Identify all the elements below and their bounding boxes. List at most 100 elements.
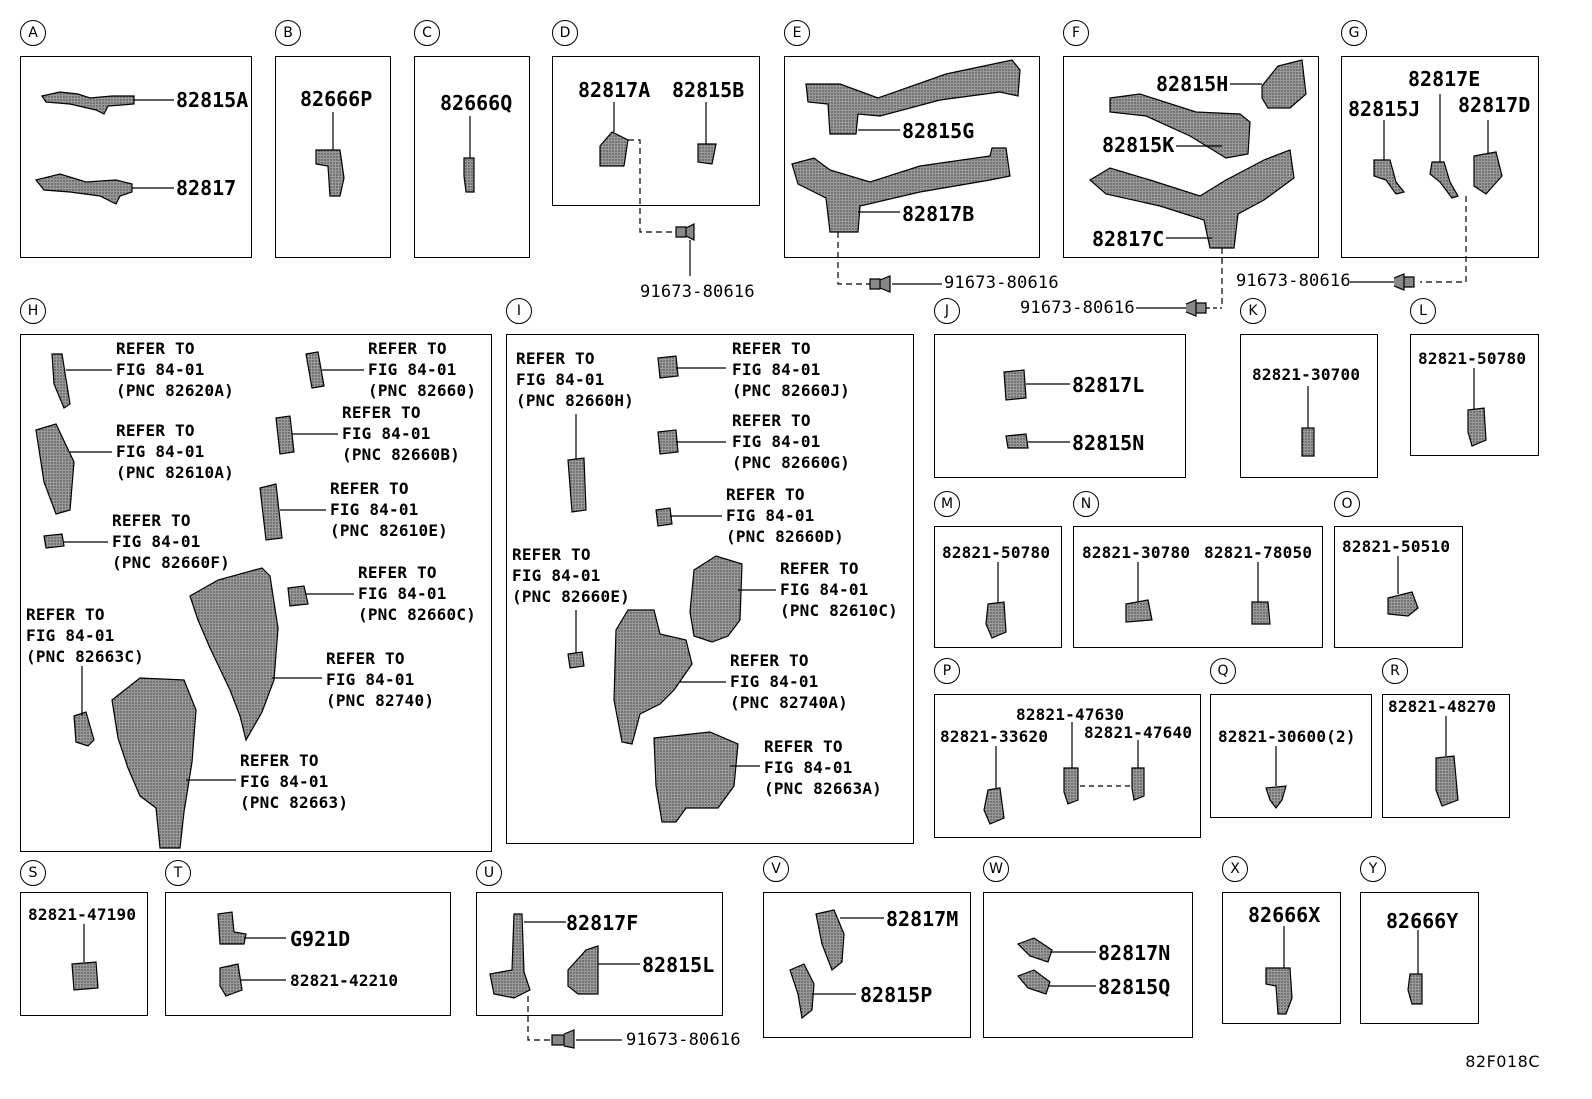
part-number-82817f: 82817F bbox=[566, 911, 639, 935]
bolt-shape bbox=[869, 275, 891, 293]
part-number-82815p: 82815P bbox=[860, 983, 933, 1007]
part-82660c-shape bbox=[287, 585, 309, 607]
part-number-82817n: 82817N bbox=[1098, 941, 1171, 965]
section-l-box bbox=[1410, 334, 1539, 456]
section-label-j: J bbox=[934, 298, 960, 324]
section-label-n: N bbox=[1073, 491, 1099, 517]
section-h-box bbox=[20, 334, 492, 852]
part-82663c-shape bbox=[73, 711, 95, 747]
part-number-82821-47190: 82821-47190 bbox=[28, 905, 137, 924]
part-82815h-shape bbox=[1261, 59, 1307, 109]
section-label-b: B bbox=[275, 20, 301, 46]
part-number-82666q: 82666Q bbox=[440, 91, 513, 115]
part-number-82817l: 82817L bbox=[1072, 373, 1145, 397]
part-82663-shape bbox=[111, 677, 197, 849]
part-82815a-shape bbox=[41, 91, 135, 115]
section-label-o: O bbox=[1334, 491, 1360, 517]
part-number-82815a: 82815A bbox=[176, 88, 249, 112]
refer-82610a: REFER TO FIG 84-01 (PNC 82610A) bbox=[116, 421, 234, 482]
part-number-82817b: 82817B bbox=[902, 202, 975, 226]
section-s-box bbox=[20, 892, 148, 1016]
refer-82610c: REFER TO FIG 84-01 (PNC 82610C) bbox=[780, 559, 898, 620]
bolt-number-d: 91673-80616 bbox=[640, 282, 755, 302]
section-label-f: F bbox=[1063, 20, 1089, 46]
refer-82660d: REFER TO FIG 84-01 (PNC 82660D) bbox=[726, 485, 844, 546]
refer-82660c: REFER TO FIG 84-01 (PNC 82660C) bbox=[358, 563, 476, 624]
bolt-number-e: 91673-80616 bbox=[944, 273, 1059, 293]
section-label-s: S bbox=[20, 860, 46, 886]
part-number-82666x: 82666X bbox=[1248, 903, 1321, 927]
refer-82663c: REFER TO FIG 84-01 (PNC 82663C) bbox=[26, 605, 144, 666]
section-label-u: U bbox=[476, 860, 502, 886]
part-82821-48270-shape bbox=[1435, 755, 1459, 807]
part-82610a-shape bbox=[35, 423, 75, 515]
section-label-r: R bbox=[1382, 658, 1408, 684]
part-number-82821-48270: 82821-48270 bbox=[1388, 697, 1497, 716]
part-number-82821-47640: 82821-47640 bbox=[1084, 723, 1193, 742]
refer-82740a: REFER TO FIG 84-01 (PNC 82740A) bbox=[730, 651, 848, 712]
section-v-box bbox=[763, 892, 971, 1038]
part-number-82815l: 82815L bbox=[642, 953, 715, 977]
part-82815q-shape bbox=[1016, 969, 1051, 995]
part-82821-50510-shape bbox=[1387, 591, 1419, 617]
refer-82663: REFER TO FIG 84-01 (PNC 82663) bbox=[240, 751, 349, 812]
part-82815b-shape bbox=[697, 143, 717, 165]
part-82660e-shape bbox=[567, 651, 585, 669]
part-number-82821-30780: 82821-30780 bbox=[1082, 543, 1191, 562]
bolt-shape bbox=[551, 1029, 575, 1049]
part-82666x-shape bbox=[1265, 967, 1293, 1015]
part-number-82815k: 82815K bbox=[1102, 133, 1175, 157]
part-82610c-shape bbox=[689, 555, 743, 643]
part-82666q-shape bbox=[463, 157, 475, 193]
part-82821-50780-l-shape bbox=[1467, 407, 1487, 447]
part-82821-33620-shape bbox=[983, 787, 1005, 825]
section-label-e: E bbox=[784, 20, 810, 46]
section-x-box bbox=[1222, 892, 1341, 1024]
section-label-w: W bbox=[983, 856, 1009, 882]
part-number-82817m: 82817M bbox=[886, 907, 959, 931]
part-82740a-shape bbox=[613, 609, 693, 745]
refer-82660e: REFER TO FIG 84-01 (PNC 82660E) bbox=[512, 545, 630, 606]
part-82815g-shape bbox=[805, 59, 1021, 135]
section-label-a: A bbox=[20, 20, 46, 46]
part-82660j-shape bbox=[657, 355, 679, 379]
part-82821-42210-shape bbox=[219, 963, 243, 997]
part-82821-30600-shape bbox=[1265, 785, 1287, 809]
section-k-box bbox=[1240, 334, 1378, 478]
section-label-d: D bbox=[552, 20, 578, 46]
section-label-y: Y bbox=[1360, 856, 1386, 882]
refer-82610e: REFER TO FIG 84-01 (PNC 82610E) bbox=[330, 479, 448, 540]
part-number-82821-50510: 82821-50510 bbox=[1342, 537, 1451, 556]
figure-code: 82F018C bbox=[1465, 1052, 1540, 1071]
section-w-box bbox=[983, 892, 1193, 1038]
part-82821-47640-shape bbox=[1131, 767, 1145, 801]
section-label-q: Q bbox=[1210, 658, 1236, 684]
part-number-82821-78050: 82821-78050 bbox=[1204, 543, 1313, 562]
part-82620a-shape bbox=[51, 353, 71, 409]
part-82666p-shape bbox=[315, 149, 345, 197]
section-q-box bbox=[1210, 694, 1372, 818]
part-82817d-shape bbox=[1473, 151, 1503, 195]
part-82815k-shape bbox=[1109, 93, 1251, 159]
part-g921d-shape bbox=[217, 911, 247, 945]
bolt-number-u: 91673-80616 bbox=[626, 1030, 741, 1050]
refer-82620a: REFER TO FIG 84-01 (PNC 82620A) bbox=[116, 339, 234, 400]
bolt-number-f: 91673-80616 bbox=[1020, 298, 1135, 318]
part-number-82817e: 82817E bbox=[1408, 67, 1481, 91]
part-82815l-shape bbox=[567, 945, 599, 995]
section-g-box bbox=[1341, 56, 1539, 258]
section-o-box bbox=[1334, 526, 1463, 648]
section-i-box bbox=[506, 334, 914, 844]
section-label-h: H bbox=[20, 298, 46, 324]
section-m-box bbox=[934, 526, 1062, 648]
part-82817n-shape bbox=[1016, 937, 1053, 963]
section-label-p: P bbox=[934, 658, 960, 684]
section-label-l: L bbox=[1410, 298, 1436, 324]
part-number-82815q: 82815Q bbox=[1098, 975, 1171, 999]
part-number-82815j: 82815J bbox=[1348, 97, 1421, 121]
section-p-box bbox=[934, 694, 1201, 838]
bolt-shape bbox=[1393, 273, 1415, 291]
part-number-82821-50780-l: 82821-50780 bbox=[1418, 349, 1527, 368]
bolt-shape bbox=[1185, 299, 1207, 317]
